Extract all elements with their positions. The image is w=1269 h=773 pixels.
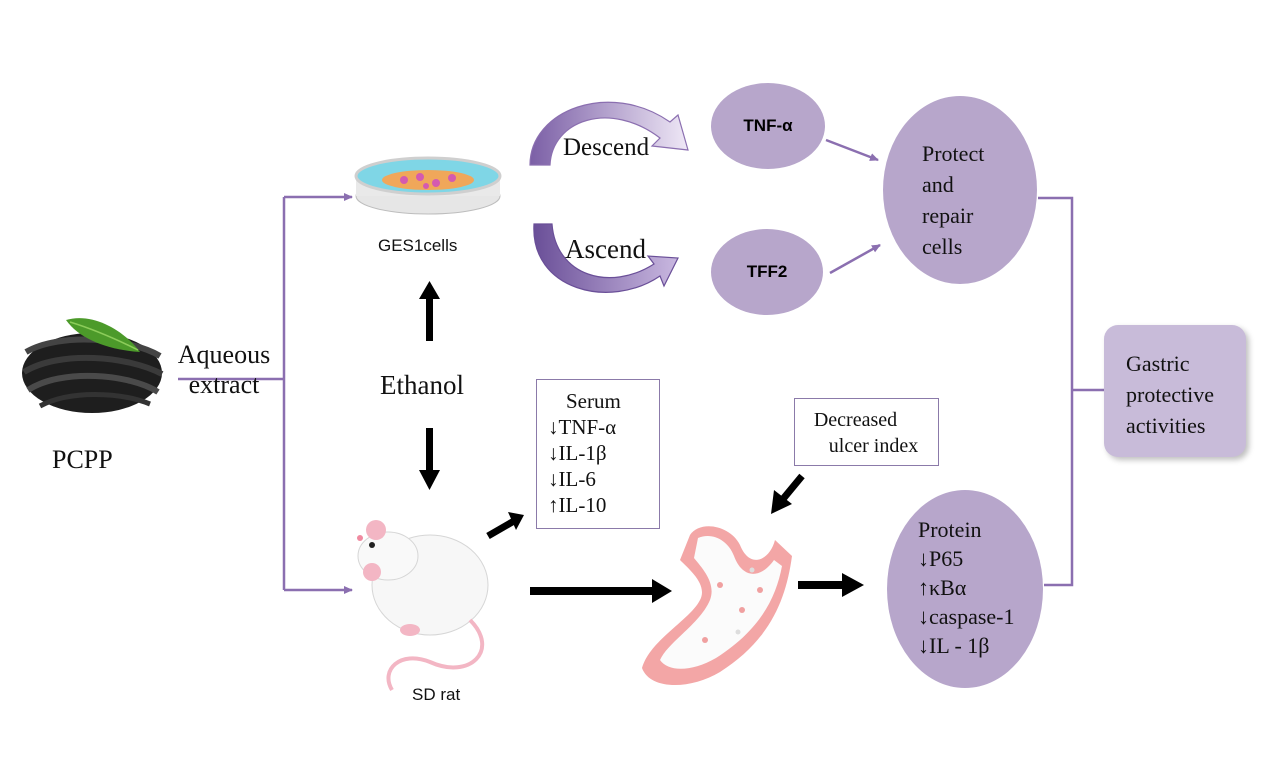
- protein-item-il1b: ↓IL - 1β: [918, 633, 990, 658]
- serum-item-tnf: ↓TNF-α: [548, 415, 617, 439]
- ulcer-to-stomach-arrow: [771, 473, 805, 514]
- extract-label-line2: extract: [188, 369, 260, 399]
- extract-label-line1: Aqueous: [177, 340, 271, 369]
- petri-dish-image: [354, 156, 502, 215]
- ethanol-arrows: [419, 281, 440, 490]
- tff2-label: TFF2: [746, 262, 788, 281]
- ges1cells-label: GES1cells: [378, 236, 458, 255]
- aqueous-extract-label: Aqueous extract: [170, 340, 278, 400]
- ulcer-line2: ulcer index: [828, 435, 919, 457]
- protein-item-ikba: ↑κBα: [918, 575, 967, 600]
- ulcer-index-box: [794, 398, 939, 466]
- serum-item-il10: ↑IL-10: [548, 493, 607, 517]
- ascend-swirl-arrow: [533, 223, 679, 293]
- tnf-node: [711, 83, 825, 169]
- stomach-image: [642, 526, 792, 686]
- result-line1: Gastric: [1126, 351, 1190, 376]
- protein-node: [887, 490, 1043, 688]
- tnf-label: TNF-α: [743, 116, 793, 135]
- protect-repair-label: Protect and repair cells: [922, 138, 984, 262]
- protect-line2: and: [922, 172, 954, 197]
- protein-item-p65: ↓P65: [918, 546, 964, 571]
- cytokine-to-protect-arrows: [825, 138, 881, 275]
- gastric-protective-box: [1104, 325, 1246, 457]
- tff2-node: [711, 229, 823, 315]
- rat-to-stomach-arrow: [530, 579, 672, 603]
- serum-title: Serum: [566, 389, 621, 413]
- serum-box: [536, 379, 660, 529]
- ethanol-label: Ethanol: [380, 370, 464, 400]
- result-line2: protective: [1126, 382, 1214, 407]
- descend-swirl-arrow: [529, 101, 689, 166]
- ulcer-index-label: Decreased ulcer index: [794, 407, 939, 459]
- protein-title: Protein: [918, 517, 982, 542]
- ascend-label: Ascend: [565, 234, 646, 264]
- result-line3: activities: [1126, 413, 1206, 438]
- protect-line3: repair: [922, 203, 974, 228]
- rat-to-serum-arrow: [486, 512, 524, 540]
- pcpp-label: PCPP: [52, 445, 113, 474]
- serum-item-il1b: ↓IL-1β: [548, 441, 607, 465]
- serum-item-il6: ↓IL-6: [548, 467, 596, 491]
- pcpp-herb-image: [22, 318, 164, 413]
- protect-line1: Protect: [922, 141, 985, 166]
- serum-content: Serum ↓TNF-α ↓IL-1β ↓IL-6 ↑IL-10: [548, 388, 621, 518]
- protect-repair-node: [883, 96, 1037, 284]
- gastric-protective-label: Gastric protective activities: [1126, 348, 1214, 441]
- rat-image: [357, 520, 489, 692]
- descend-label: Descend: [563, 134, 650, 161]
- protein-item-caspase1: ↓caspase-1: [918, 604, 1015, 629]
- protein-content: Protein ↓P65 ↑κBα ↓caspase-1 ↓IL - 1β: [918, 515, 1015, 660]
- result-connector: [1038, 196, 1104, 587]
- extract-connector: [178, 193, 353, 594]
- sd-rat-label: SD rat: [412, 685, 461, 704]
- stomach-to-protein-arrow: [798, 573, 864, 597]
- protect-line4: cells: [922, 234, 963, 259]
- ulcer-line1: Decreased: [813, 409, 898, 431]
